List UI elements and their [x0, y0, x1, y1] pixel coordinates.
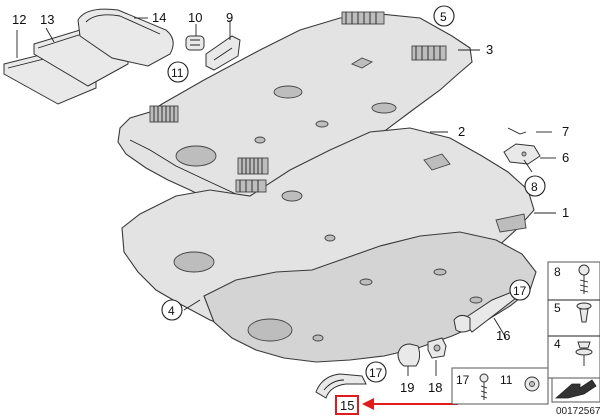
fastener-panel-bottom: 17 11 — [451, 367, 549, 405]
fastener-label-8: 8 — [554, 265, 561, 279]
reference-number: 00172567 — [556, 406, 600, 417]
part-14-panel — [77, 8, 174, 67]
vent-grille — [411, 45, 447, 61]
screw-icon — [578, 264, 590, 294]
part-18-clip — [427, 337, 447, 359]
highlight-box-15 — [335, 395, 359, 415]
callout-2: 2 — [458, 124, 465, 139]
vent-grille — [341, 11, 385, 25]
callout-circle-8 — [524, 175, 546, 197]
callout-circle-17b — [365, 361, 387, 383]
direction-symbol — [551, 377, 600, 403]
callout-16: 16 — [496, 328, 510, 343]
part-19-clip — [397, 343, 421, 367]
fastener-panel: 8 5 4 — [547, 261, 600, 379]
callout-10: 10 — [188, 10, 202, 25]
callout-5: 5 — [440, 10, 447, 24]
part-10-clip — [185, 35, 205, 51]
callout-12: 12 — [12, 12, 26, 27]
screw-icon — [479, 373, 489, 400]
callout-3: 3 — [486, 42, 493, 57]
clip-icon — [576, 302, 592, 323]
rivet-icon — [575, 341, 593, 366]
callout-circle-5 — [433, 5, 455, 27]
callout-17: 17 — [513, 284, 527, 298]
callout-17b: 17 — [369, 366, 383, 380]
fastener-label-17: 17 — [456, 373, 470, 387]
vent-grille — [235, 179, 267, 193]
fastener-label-5: 5 — [554, 301, 561, 315]
vent-grille — [149, 105, 179, 123]
callout-15: 15 — [340, 398, 354, 413]
callout-13: 13 — [40, 12, 54, 27]
callout-circle-17 — [509, 279, 531, 301]
callout-circle-11 — [167, 61, 189, 83]
vent-grille — [237, 157, 269, 175]
headliner-4 — [203, 231, 537, 363]
fastener-label-4: 4 — [554, 337, 561, 351]
callout-6: 6 — [562, 150, 569, 165]
headliner-3 — [117, 11, 473, 207]
callout-18: 18 — [428, 380, 442, 395]
callout-19: 19 — [400, 380, 414, 395]
callout-1: 1 — [562, 205, 569, 220]
part-6-light — [503, 143, 541, 165]
highlight-arrow — [362, 398, 458, 410]
callout-circle-4 — [161, 299, 183, 321]
part-7-wire — [507, 127, 527, 135]
nut-icon — [524, 376, 540, 392]
part-9-bracket — [205, 35, 241, 71]
callout-7: 7 — [562, 124, 569, 139]
callout-11: 11 — [171, 66, 184, 80]
part-15-bracket — [315, 373, 367, 399]
callout-8: 8 — [531, 180, 538, 194]
callout-9: 9 — [226, 10, 233, 25]
callout-14: 14 — [152, 10, 166, 25]
fastener-label-11: 11 — [500, 373, 513, 387]
callout-4: 4 — [168, 304, 175, 318]
